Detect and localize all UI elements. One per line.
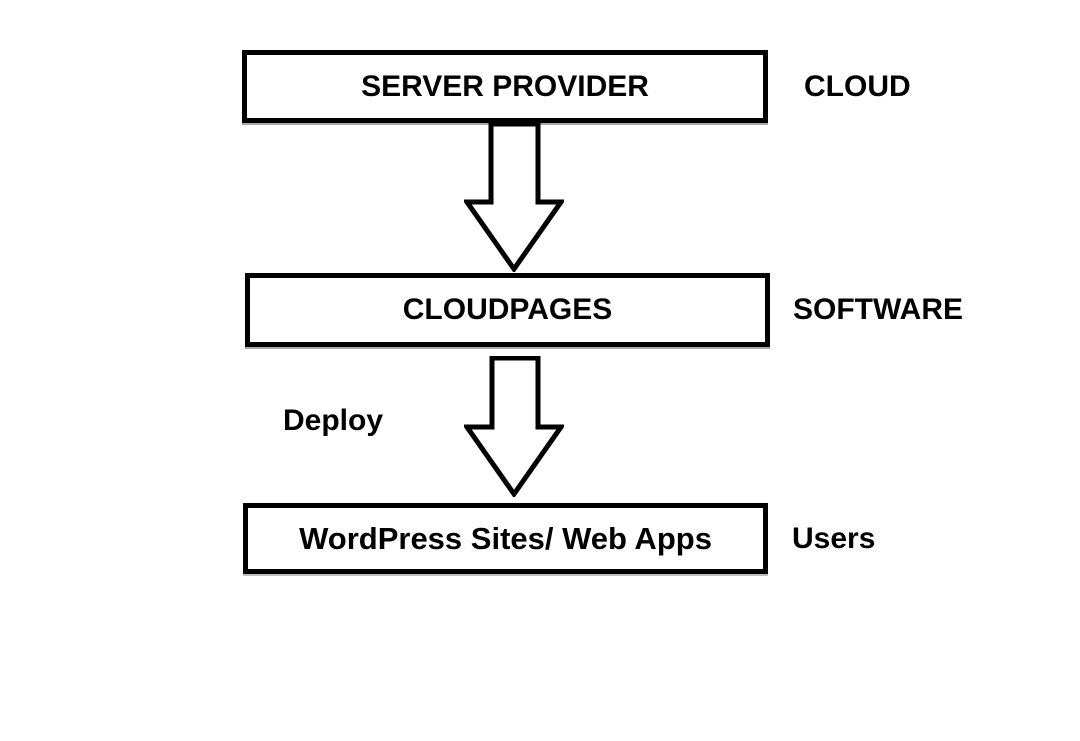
users-label: Users (792, 503, 875, 574)
wordpress-sites-box-label: WordPress Sites/ Web Apps (299, 520, 712, 556)
cloud-label: CLOUD (804, 50, 911, 123)
software-label-text: SOFTWARE (793, 293, 963, 326)
down-arrow-icon (464, 356, 564, 497)
cloudpages-box: CLOUDPAGES (245, 273, 770, 347)
software-label: SOFTWARE (793, 273, 963, 347)
users-label-text: Users (792, 521, 876, 555)
down-arrow-icon (464, 121, 564, 272)
wordpress-sites-box: WordPress Sites/ Web Apps (243, 503, 768, 574)
cloudpages-box-label: CLOUDPAGES (402, 293, 613, 326)
server-provider-box: SERVER PROVIDER (242, 50, 768, 123)
deploy-label: Deploy (283, 404, 384, 437)
cloud-label-text: CLOUD (804, 69, 911, 103)
server-provider-box-label: SERVER PROVIDER (361, 69, 649, 103)
